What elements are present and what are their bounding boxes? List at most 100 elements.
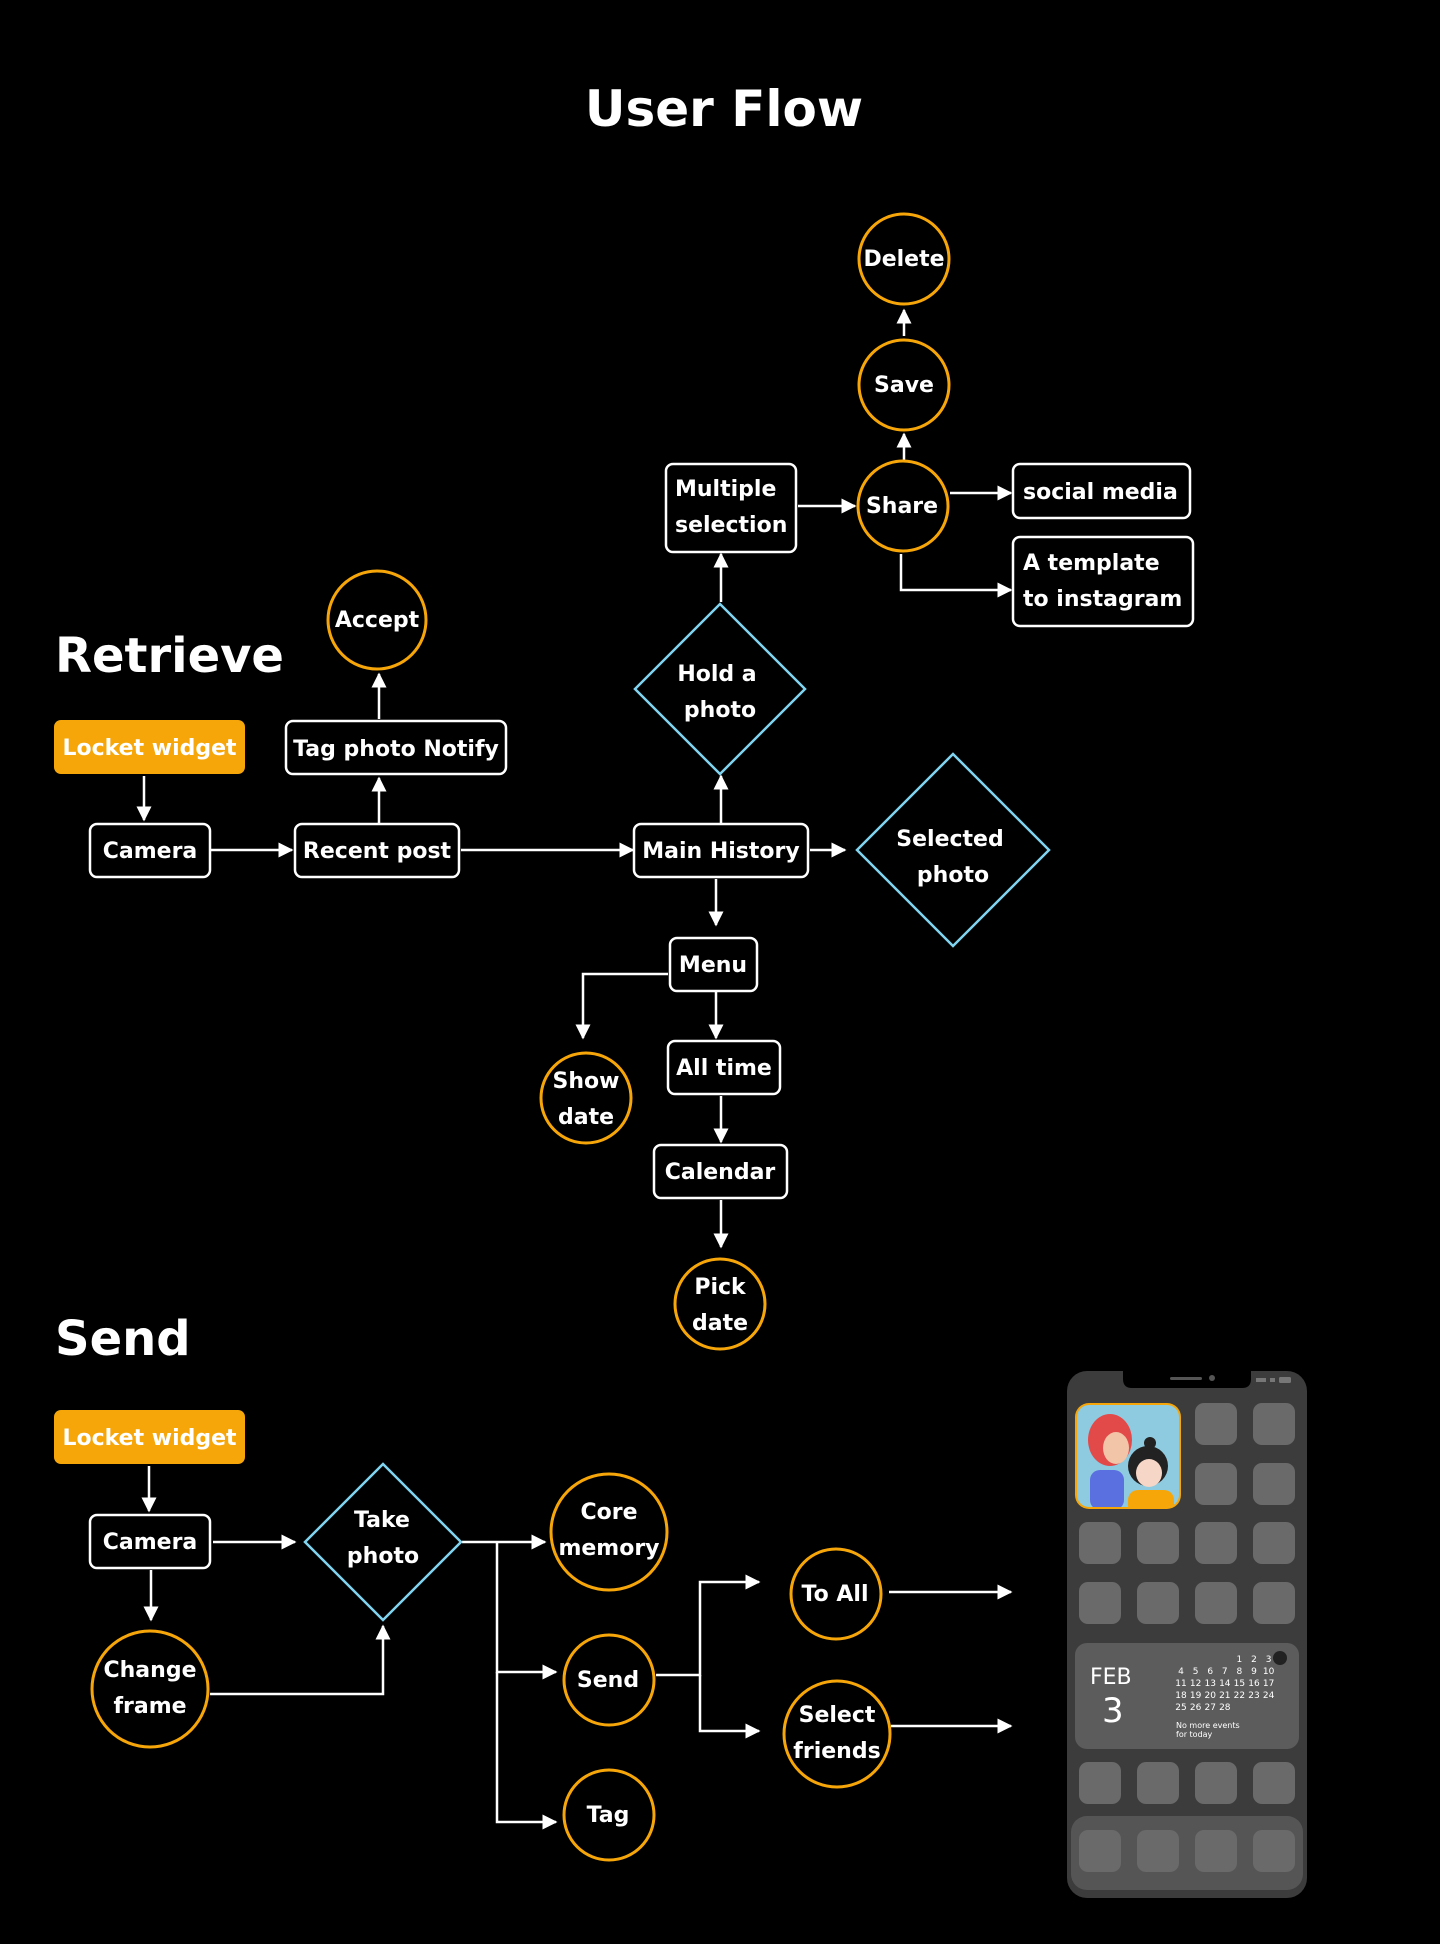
calendar-date: 12 — [1190, 1679, 1201, 1689]
svg-text:photo: photo — [347, 1544, 419, 1569]
svg-text:Show: Show — [553, 1069, 620, 1094]
node-send: Send — [562, 1633, 656, 1727]
svg-text:social media: social media — [1023, 480, 1178, 505]
node-share: Share — [856, 459, 950, 553]
svg-text:date: date — [692, 1311, 748, 1336]
svg-text:Change: Change — [104, 1658, 197, 1683]
node-to-all: To All — [789, 1547, 883, 1641]
svg-text:Accept: Accept — [335, 608, 420, 633]
node-tag: Tag — [562, 1768, 656, 1862]
connector-changeframe-to-take — [210, 1624, 391, 1696]
calendar-date: 21 — [1219, 1691, 1230, 1701]
calendar-date: 18 — [1175, 1691, 1187, 1701]
svg-text:memory: memory — [558, 1536, 659, 1561]
photo-widget — [1075, 1403, 1181, 1509]
calendar-date: 13 — [1204, 1679, 1215, 1689]
node-select-friends: Select friends — [782, 1679, 892, 1789]
svg-text:Select: Select — [799, 1703, 876, 1728]
svg-text:friends: friends — [793, 1739, 880, 1764]
calendar-date: 17 — [1263, 1679, 1274, 1689]
calendar-date: 10 — [1263, 1667, 1275, 1677]
calendar-date: 20 — [1204, 1691, 1216, 1701]
node-show-date: Show date — [539, 1051, 633, 1145]
node-pick-date: Pick date — [673, 1257, 767, 1351]
node-change-frame: Change frame — [90, 1629, 210, 1749]
svg-text:Selected: Selected — [896, 827, 1003, 852]
node-hold-a-photo: Hold a photo — [633, 602, 807, 776]
connector-send-to-selectfriends — [698, 1675, 761, 1739]
node-social-media: social media — [1011, 462, 1192, 520]
calendar-date: 22 — [1234, 1691, 1245, 1701]
node-camera-retrieve: Camera — [88, 822, 212, 879]
calendar-day: 3 — [1102, 1691, 1124, 1731]
svg-text:Multiple: Multiple — [675, 477, 776, 502]
connector-take-to-tag — [495, 1672, 558, 1830]
node-selected-photo: Selected photo — [855, 752, 1051, 948]
svg-text:Tag photo Notify: Tag photo Notify — [293, 737, 499, 762]
calendar-date: 14 — [1219, 1679, 1231, 1689]
calendar-date: 15 — [1234, 1679, 1245, 1689]
calendar-date: 4 — [1178, 1667, 1184, 1677]
calendar-date: 24 — [1263, 1691, 1275, 1701]
svg-text:To All: To All — [802, 1582, 869, 1607]
svg-text:A template: A template — [1023, 551, 1160, 576]
node-locket-widget-send: Locket widget — [54, 1410, 245, 1464]
calendar-date: 26 — [1190, 1703, 1202, 1713]
node-menu: Menu — [668, 936, 759, 993]
page-title: User Flow — [585, 80, 863, 138]
app-icons — [1079, 1403, 1295, 1804]
svg-text:Save: Save — [874, 373, 934, 398]
section-send: Send — [55, 1311, 191, 1367]
svg-text:Share: Share — [866, 494, 938, 519]
no-events-line2: for today — [1176, 1730, 1213, 1739]
send-connectors — [141, 1466, 1013, 1830]
calendar-date: 27 — [1204, 1703, 1215, 1713]
retrieve-connectors — [136, 308, 1013, 1249]
calendar-date: 28 — [1219, 1703, 1231, 1713]
calendar-date: 23 — [1248, 1691, 1259, 1701]
node-recent-post: Recent post — [293, 822, 461, 879]
phone-dock — [1071, 1816, 1303, 1890]
calendar-date: 3 — [1266, 1655, 1272, 1665]
svg-text:Calendar: Calendar — [665, 1160, 776, 1185]
svg-text:photo: photo — [684, 698, 756, 723]
connector-take-to-send — [495, 1542, 558, 1680]
svg-text:Pick: Pick — [694, 1275, 747, 1300]
connector-send-to-toall — [656, 1574, 761, 1677]
calendar-date: 6 — [1207, 1667, 1213, 1677]
calendar-month: FEB — [1090, 1665, 1132, 1690]
node-delete: Delete — [857, 212, 951, 306]
node-locket-widget-retrieve: Locket widget — [54, 720, 245, 774]
send-nodes: Locket widget Camera Change frame Take p… — [54, 1410, 892, 1862]
node-take-photo: Take photo — [303, 1462, 463, 1622]
svg-text:selection: selection — [675, 513, 787, 538]
svg-text:Locket widget: Locket widget — [62, 1426, 237, 1451]
calendar-date: 8 — [1237, 1667, 1243, 1677]
node-multiple-selection: Multiple selection — [664, 462, 798, 554]
node-accept: Accept — [326, 569, 428, 671]
svg-text:Camera: Camera — [103, 1530, 198, 1555]
svg-text:Camera: Camera — [103, 839, 198, 864]
svg-text:Menu: Menu — [679, 953, 747, 978]
calendar-date: 5 — [1193, 1667, 1199, 1677]
calendar-date: 25 — [1175, 1703, 1186, 1713]
node-template-instagram: A template to instagram — [1011, 535, 1195, 628]
svg-text:photo: photo — [917, 863, 989, 888]
svg-text:All time: All time — [676, 1056, 772, 1081]
node-save: Save — [857, 338, 951, 432]
svg-text:Send: Send — [577, 1668, 639, 1693]
retrieve-nodes: Locket widget Camera Recent post Tag pho… — [54, 212, 1195, 1351]
svg-text:Core: Core — [580, 1500, 637, 1525]
calendar-date: 7 — [1222, 1667, 1228, 1677]
no-events-line1: No more events — [1176, 1721, 1240, 1730]
svg-text:Main History: Main History — [642, 839, 799, 864]
calendar-date: 2 — [1251, 1655, 1257, 1665]
svg-text:Tag: Tag — [587, 1803, 630, 1828]
calendar-date: 1 — [1237, 1655, 1243, 1665]
node-core-memory: Core memory — [549, 1472, 669, 1592]
svg-text:date: date — [558, 1105, 614, 1130]
calendar-date: 11 — [1175, 1679, 1186, 1689]
